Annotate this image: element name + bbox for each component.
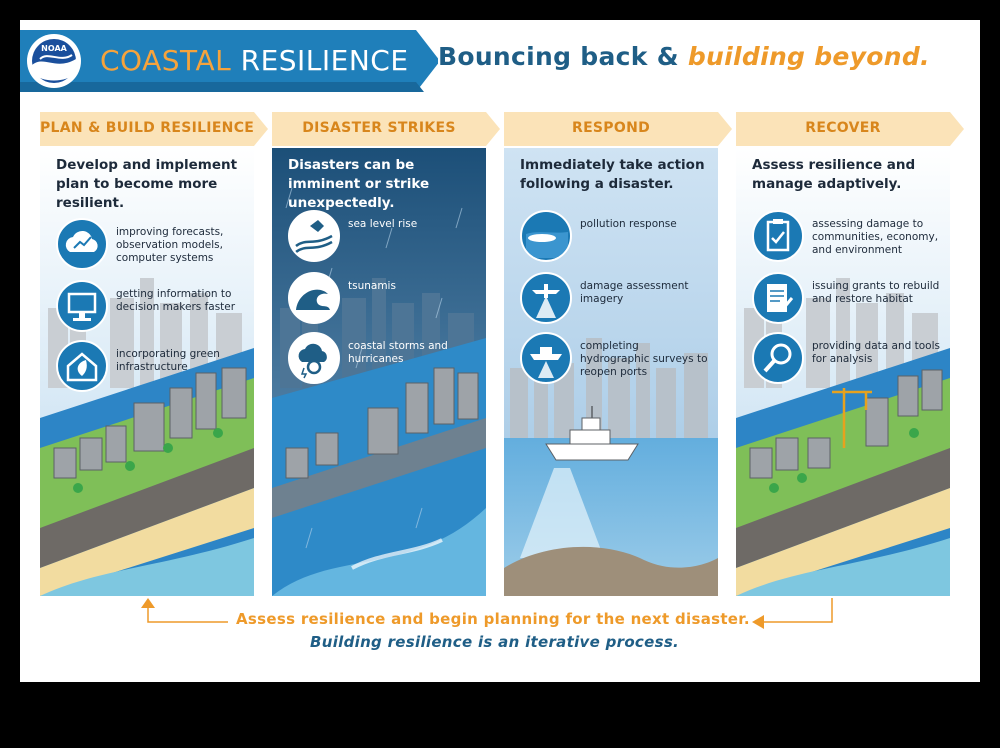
panel-body: Assess resilience and manage adaptively.… [736,148,950,596]
survey-ship-icon [520,332,572,384]
city-scene-illustration [40,148,254,596]
item-text: pollution response [580,218,677,230]
oil-spill-icon [520,210,572,262]
panel-description: Disasters can be imminent or strike unex… [288,157,430,211]
item-text: issuing grants to rebuild and restore ha… [812,280,940,305]
page-title: COASTAL RESILIENCE [100,44,409,77]
grant-document-icon [752,272,804,324]
list-item: incorporating green infrastructure [56,340,252,394]
noaa-logo: NOAA [26,33,82,89]
list-item: tsunamis [288,272,484,326]
panel-body: Immediately take action following a disa… [504,148,718,596]
list-item: issuing grants to rebuild and restore ha… [752,272,948,326]
item-text: getting information to decision makers f… [116,288,236,313]
magnifier-icon [752,332,804,384]
panel-header: PLAN & BUILD RESILIENCE [40,112,272,146]
airplane-imagery-icon [520,272,572,324]
list-item: coastal storms and hurricanes [288,332,484,386]
panel-header: RESPOND [504,112,736,146]
list-item: assessing damage to communities, economy… [752,210,948,264]
title-part-coastal: COASTAL [100,44,232,77]
list-item: pollution response [520,210,716,264]
list-item: sea level rise [288,210,484,264]
list-item: damage assessment imagery [520,272,716,326]
panel-recover: RECOVER Assess resilience and manage ada… [736,112,964,596]
item-text: providing data and tools for analysis [812,340,940,365]
item-text: assessing damage to communities, economy… [812,218,939,256]
panel-disaster-strikes: DISASTER STRIKES Disasters can be immine… [272,112,500,596]
panel-header: DISASTER STRIKES [272,112,504,146]
panel-body: Disasters can be imminent or strike unex… [272,148,486,596]
tsunami-wave-icon [288,272,340,324]
loop-arrows [141,598,833,629]
cloud-chart-icon [56,218,108,270]
panel-description: Immediately take action following a disa… [520,157,705,192]
panel-body: Develop and implement plan to become mor… [40,148,254,596]
list-item: getting information to decision makers f… [56,280,252,334]
panel-title: PLAN & BUILD RESILIENCE [40,120,255,136]
panel-header: RECOVER [736,112,968,146]
panel-description: Assess resilience and manage adaptively. [752,157,916,192]
item-text: improving forecasts, observation models,… [116,226,224,264]
tagline-part1: Bouncing back & [438,42,679,71]
item-text: sea level rise [348,218,418,230]
panel-respond: RESPOND Immediately tak [504,112,732,596]
item-text: tsunamis [348,280,396,292]
sea-level-rise-icon [288,210,340,262]
loop-caption: Assess resilience and begin planning for… [236,610,750,628]
tagline-part2: building beyond. [687,42,930,71]
loop-subcaption: Building resilience is an iterative proc… [310,633,680,651]
banner-shape [20,30,438,92]
panel-title: RESPOND [571,120,651,136]
item-text: damage assessment imagery [580,280,689,305]
panel-description: Develop and implement plan to become mor… [56,157,238,211]
item-text: coastal storms and hurricanes [348,340,448,365]
iteration-loop: Assess resilience and begin planning for… [20,598,980,682]
clipboard-check-icon [752,210,804,262]
title-part-resilience: RESILIENCE [240,44,409,77]
computer-monitor-icon [56,280,108,332]
hurricane-cloud-icon [288,332,340,384]
item-text: completing hydrographic surveys to reope… [580,340,708,378]
green-house-icon [56,340,108,392]
panel-plan-build: PLAN & BUILD RESILIENCE Develop and impl… [40,112,268,596]
item-text: incorporating green infrastructure [116,348,220,373]
title-banner: NOAA COASTAL RESILIENCE [20,30,438,92]
list-item: providing data and tools for analysis [752,332,948,386]
construction-crane [832,388,872,448]
panel-title: DISASTER STRIKES [302,120,456,136]
panel-title: RECOVER [805,120,881,136]
list-item: completing hydrographic surveys to reope… [520,332,716,386]
logo-text: NOAA [41,44,67,53]
list-item: improving forecasts, observation models,… [56,218,252,272]
infographic-canvas: NOAA COASTAL RESILIENCE Bouncing back & … [20,20,980,682]
tagline: Bouncing back & building beyond. [438,42,930,71]
survey-ship [545,406,639,461]
